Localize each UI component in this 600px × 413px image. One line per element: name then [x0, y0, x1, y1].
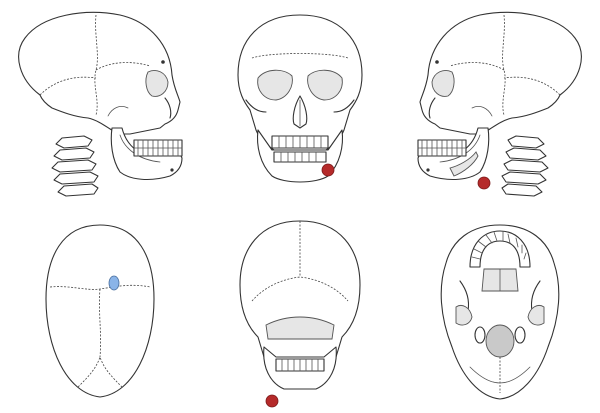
- marker-blue-dot: [109, 276, 119, 290]
- marker-red-dot: [322, 164, 334, 176]
- cranium: [238, 15, 362, 150]
- cervical-vertebrae: [502, 136, 548, 196]
- teeth: [418, 140, 466, 156]
- palate: [482, 269, 518, 291]
- cranial-vault: [46, 225, 154, 397]
- skull-lateral-right-facing: [0, 0, 200, 206]
- skull-inferior-view: [400, 207, 600, 413]
- cranium: [420, 12, 581, 134]
- cranium: [240, 221, 360, 357]
- teeth: [134, 140, 182, 156]
- cervical-vertebrae: [52, 136, 98, 196]
- marker-red-dot: [266, 395, 278, 407]
- marker-red-dot: [478, 177, 490, 189]
- skull-posterior-view: [200, 207, 400, 413]
- upper-teeth: [272, 136, 328, 148]
- cranium: [19, 12, 180, 134]
- skull-anterior-view: [200, 0, 400, 206]
- skull-superior-view: [0, 207, 200, 413]
- skull-lateral-left-facing: [400, 0, 600, 206]
